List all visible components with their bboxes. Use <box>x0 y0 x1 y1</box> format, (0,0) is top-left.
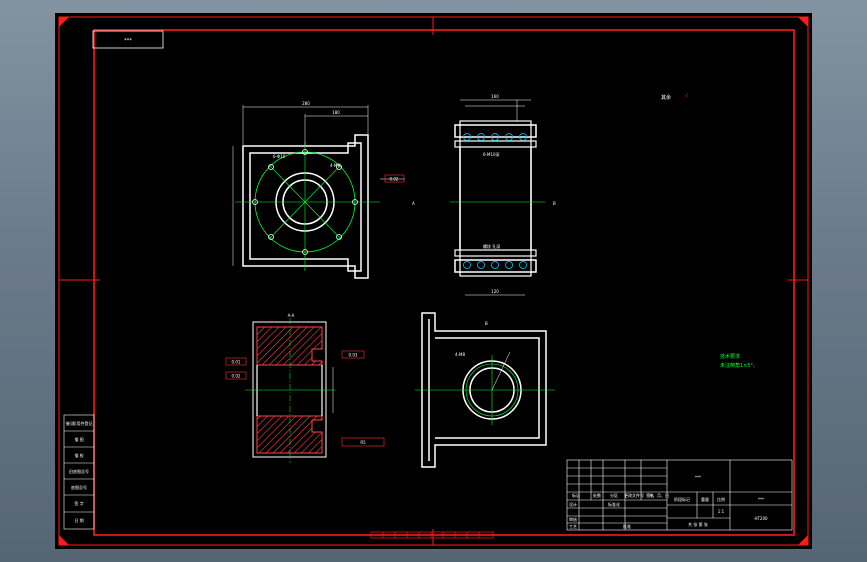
svg-text:0.02: 0.02 <box>390 177 399 182</box>
scale-bar <box>370 531 494 539</box>
corner-mark <box>59 17 69 27</box>
outer-frame <box>58 16 809 546</box>
tb-label: 分区 <box>610 492 618 498</box>
revision-row: 旧底图总号 <box>69 468 89 474</box>
revision-row: 借(通)用件登记 <box>65 420 92 426</box>
tb-approve: 批准 <box>623 523 631 529</box>
datum-callout: 0.02 <box>384 174 405 183</box>
section-view <box>245 318 335 463</box>
corner-mark <box>798 535 808 545</box>
inner-frame <box>93 29 795 536</box>
top-view <box>415 312 555 468</box>
revision-row: 描 校 <box>74 452 83 458</box>
corner-mark <box>59 535 69 545</box>
tb-label: 更改文件号 <box>624 492 644 498</box>
tech-req-line: 未注倒角1×5°。 <box>720 362 758 369</box>
corner-mark <box>798 17 808 27</box>
tb-scale-value: 1:1 <box>718 509 725 514</box>
corner-tag-box <box>92 30 164 49</box>
svg-text:0.03: 0.03 <box>349 353 358 358</box>
roughness-symbol: √ <box>685 93 689 99</box>
side-view <box>450 99 545 296</box>
tb-stage: 阶段标记 <box>674 496 690 502</box>
view-label: B <box>485 321 488 326</box>
tb-review: 审核 <box>569 516 577 522</box>
dim-label: 4-M8 <box>330 163 340 168</box>
datum-callout: R5 <box>341 437 385 447</box>
tb-part-name: *** <box>695 475 701 480</box>
view-label: B <box>553 201 556 206</box>
revision-panel <box>63 414 95 530</box>
tb-process: 工艺 <box>569 524 577 529</box>
revision-row: 描 图 <box>74 436 83 442</box>
tb-weight: 重量 <box>701 496 709 502</box>
tb-scale: 比例 <box>717 496 725 502</box>
roughness-note: 其余 <box>661 94 671 101</box>
dim-label: 180 <box>332 110 340 115</box>
dim-label: 160 <box>491 94 499 99</box>
svg-text:R5: R5 <box>360 440 366 445</box>
svg-text:0.02: 0.02 <box>232 374 241 379</box>
title-block <box>566 459 793 531</box>
tb-material: HT200 <box>754 516 768 521</box>
front-view <box>232 105 405 279</box>
fixture-note: 螺纹 孔深 <box>483 243 500 249</box>
dim-label: 280 <box>302 101 310 106</box>
revision-row: 签 字 <box>74 500 83 506</box>
tech-req-title: 技术要求 <box>720 353 740 360</box>
datum-callout: 0.01 <box>225 357 247 366</box>
tb-label: 标记 <box>572 492 580 498</box>
tb-label: 年、月、日 <box>649 492 669 498</box>
revision-row: 日 期 <box>74 517 83 523</box>
svg-text:0.01: 0.01 <box>232 360 241 365</box>
datum-callout: 0.02 <box>225 371 247 380</box>
revision-row: 底图总号 <box>71 484 87 490</box>
drawing-sheet: *** 其余 √ 280 180 6-Φ10 4-M8 <box>55 13 812 549</box>
cad-drawing: *** 其余 √ 280 180 6-Φ10 4-M8 <box>58 16 809 546</box>
tb-design: 设计 <box>569 501 577 507</box>
datum-callout: 0.03 <box>341 350 365 359</box>
tb-standard: 标准化 <box>608 501 620 507</box>
view-label: A <box>412 201 415 206</box>
dim-label: 4-M8 <box>455 352 465 357</box>
tb-label: 处数 <box>593 492 601 498</box>
fixture-note: 6-M10深 <box>483 151 500 157</box>
tb-sheet-info: 共 张 第 张 <box>688 521 708 527</box>
corner-tag-text: *** <box>124 38 132 44</box>
tb-label: 签名 <box>646 492 654 498</box>
section-label: A-A <box>288 313 295 318</box>
tb-drawing-number: *** <box>758 497 764 502</box>
dim-label: 6-Φ10 <box>273 154 286 159</box>
dim-label: 120 <box>491 289 499 294</box>
